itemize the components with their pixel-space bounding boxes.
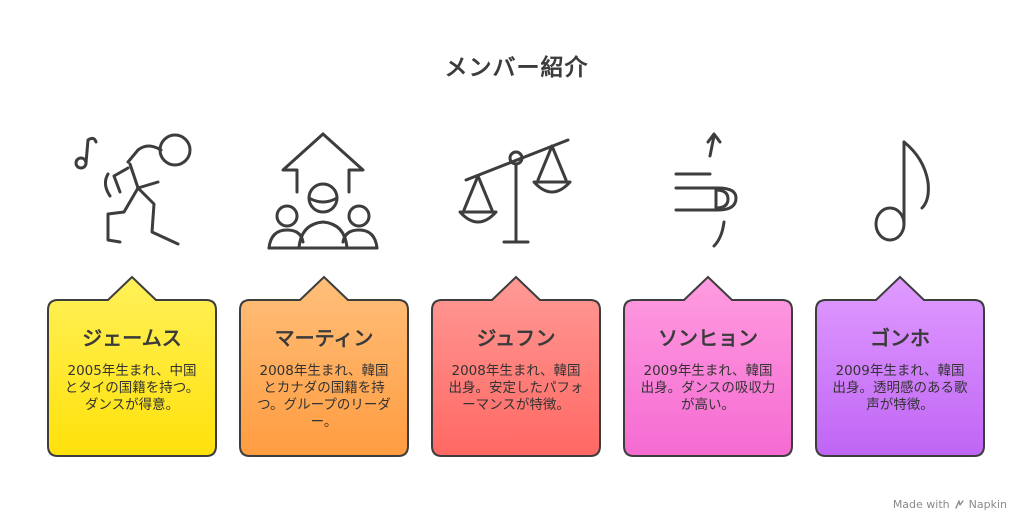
member-card-martin: マーティン 2008年生まれ、韓国とカナダの国籍を持つ。グループのリーダー。: [238, 275, 410, 458]
card-background: [239, 275, 409, 457]
leader-group-icon: [263, 128, 383, 252]
member-description: 2008年生まれ、韓国とカナダの国籍を持つ。グループのリーダー。: [257, 363, 391, 430]
member-description: 2009年生まれ、韓国出身。ダンスの吸収力が高い。: [640, 363, 776, 413]
member-description: 2008年生まれ、韓国出身。安定したパフォーマンスが特徴。: [448, 363, 584, 413]
absorb-magnet-icon: [650, 128, 770, 252]
member-description: 2009年生まれ、韓国出身。透明感のある歌声が特徴。: [832, 363, 968, 413]
member-card-sunghyun: ソンヒョン 2009年生まれ、韓国出身。ダンスの吸収力が高い。: [622, 275, 794, 458]
watermark-brand: Napkin: [968, 498, 1007, 511]
balance-scale-icon: [456, 128, 576, 252]
card-background: [815, 275, 985, 457]
page-title: メンバー紹介: [444, 55, 589, 81]
watermark-prefix: Made with: [892, 498, 950, 511]
member-name: ゴンホ: [870, 326, 930, 350]
card-background: [47, 275, 217, 457]
dancer-music-icon: [68, 128, 192, 252]
music-note-icon: [842, 128, 962, 252]
member-card-james: ジェームス 2005年生まれ、中国とタイの国籍を持つ。ダンスが得意。: [46, 275, 218, 458]
member-name: マーティン: [274, 326, 374, 350]
watermark: Made with Napkin: [893, 498, 1007, 511]
member-name: ジェームス: [82, 326, 182, 350]
card-background: [623, 275, 793, 457]
member-card-juhun: ジュフン 2008年生まれ、韓国出身。安定したパフォーマンスが特徴。: [430, 275, 602, 458]
napkin-logo-icon: [954, 500, 964, 509]
member-card-gunho: ゴンホ 2009年生まれ、韓国出身。透明感のある歌声が特徴。: [814, 275, 986, 458]
member-name: ジュフン: [476, 326, 556, 350]
card-background: [431, 275, 601, 457]
member-name: ソンヒョン: [658, 326, 758, 350]
member-description: 2005年生まれ、中国とタイの国籍を持つ。ダンスが得意。: [64, 363, 200, 413]
